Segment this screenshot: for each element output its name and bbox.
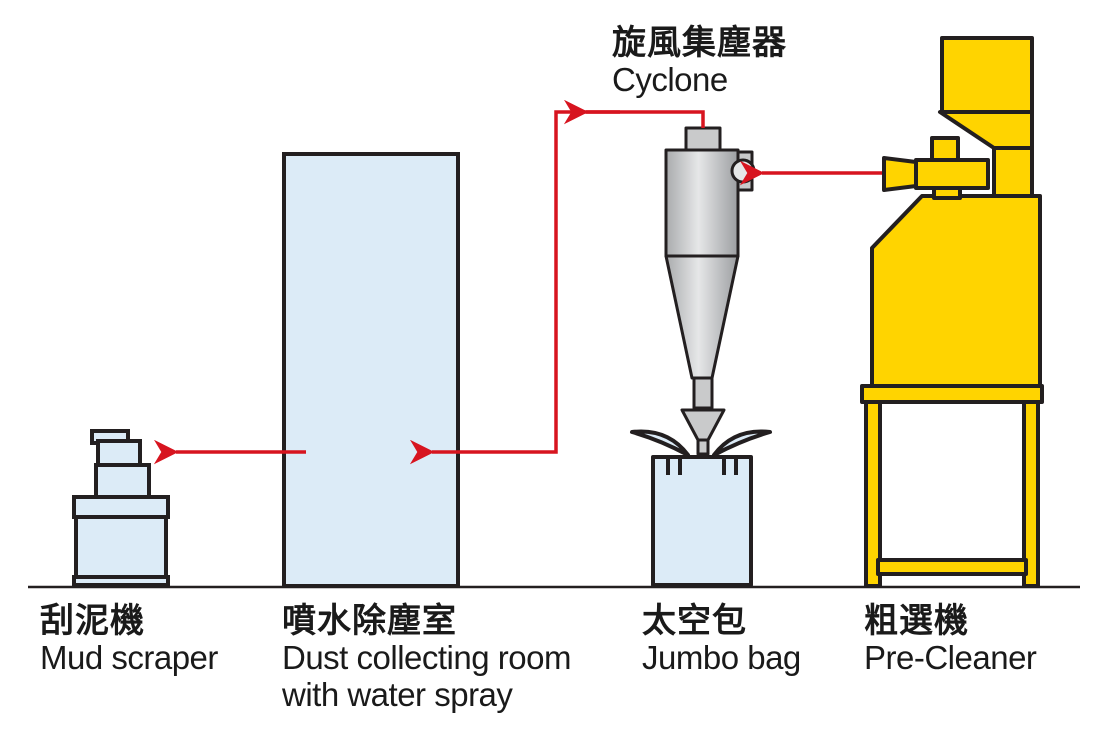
cyclone-label-en: Cyclone [612, 61, 728, 99]
mud-scraper-label-en: Mud scraper [40, 639, 218, 677]
pre-cleaner-label: 粗選機 Pre-Cleaner [864, 602, 1037, 677]
cyclone-label: 旋風集塵器 Cyclone [612, 24, 787, 99]
cyclone-label-zh: 旋風集塵器 [612, 24, 787, 62]
dust-room-label-en-line2: with water spray [282, 676, 513, 714]
arrow-cyclone-to-dust-room [409, 110, 705, 465]
pre-cleaner-machine [860, 36, 1044, 588]
jumbo-bag-label: 太空包 Jumbo bag [642, 602, 801, 677]
mud-scraper-label-zh: 刮泥機 [40, 602, 145, 640]
dust-collecting-room [282, 152, 460, 588]
mud-scraper-machine [72, 429, 170, 587]
jumbo-bag-label-en: Jumbo bag [642, 639, 801, 677]
mud-scraper-label: 刮泥機 Mud scraper [40, 602, 218, 677]
dust-room-label: 噴水除塵室 Dust collecting room with water sp… [282, 602, 571, 714]
jumbo-bag [630, 429, 772, 587]
pre-cleaner-label-en: Pre-Cleaner [864, 639, 1037, 677]
pre-cleaner-label-zh: 粗選機 [864, 602, 969, 640]
cyclone-separator [664, 126, 756, 456]
dust-room-label-en-line1: Dust collecting room [282, 639, 571, 677]
jumbo-bag-label-zh: 太空包 [642, 602, 747, 640]
flow-arrows [153, 99, 882, 465]
dust-room-label-zh: 噴水除塵室 [282, 602, 457, 640]
